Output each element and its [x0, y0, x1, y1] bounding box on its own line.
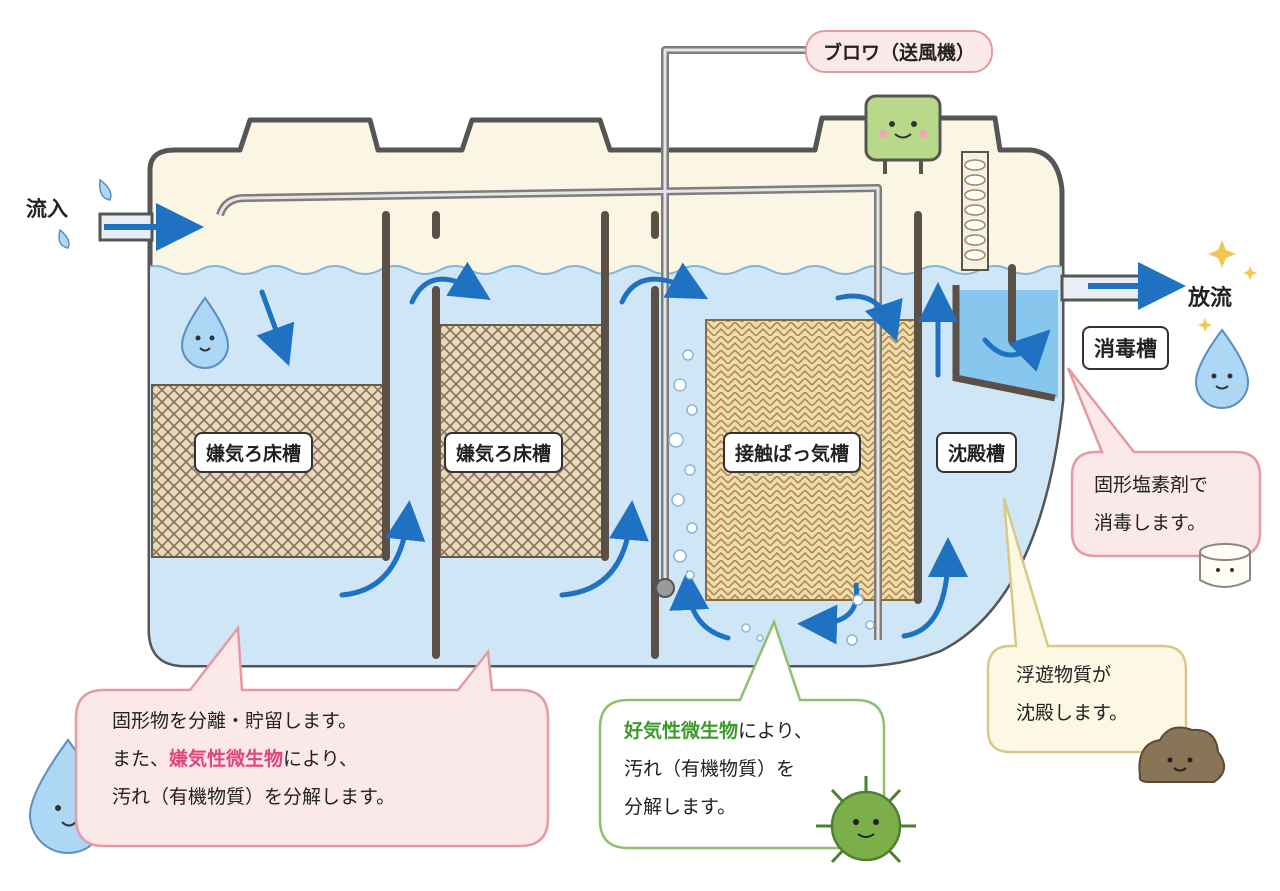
- aerobic-line-2: 汚れ（有機物質）を: [624, 758, 796, 780]
- inflow-label: 流入: [26, 197, 68, 221]
- tank-1-label: 嫌気ろ床槽: [194, 432, 314, 473]
- blower-character-icon: [864, 94, 942, 174]
- inflow-pipe: [98, 203, 204, 251]
- outflow-label: 放流: [1188, 286, 1233, 311]
- chlorine-tablet-icon: [1199, 543, 1251, 588]
- chlorine-column: [961, 151, 989, 271]
- anaerobic-line-2: また、嫌気性微生物により、: [112, 748, 358, 770]
- tank-2-label: 嫌気ろ床槽: [444, 432, 564, 473]
- anaerobic-line-3: 汚れ（有機物質）を分解します。: [112, 786, 396, 808]
- aerobic-text: 好気性微生物により、 汚れ（有機物質）を 分解します。: [624, 712, 813, 826]
- water-drop-character-icon: [1194, 328, 1250, 409]
- aerobic-line-3: 分解します。: [624, 796, 737, 818]
- baffles: [382, 211, 1016, 659]
- sparkle-icon: [1198, 240, 1257, 332]
- flow-arrows: [256, 261, 1051, 645]
- anaerobic-line-1: 固形物を分離・貯留します。: [112, 710, 358, 732]
- callout-anaerobic: [74, 624, 550, 848]
- tank-3-label: 接触ばっ気槽: [723, 432, 862, 473]
- chlorine-text: 固形塩素剤で 消毒します。: [1094, 466, 1208, 542]
- sediment-line-2: 沈殿します。: [1016, 702, 1129, 724]
- aerobic-emphasis: 好気性微生物: [624, 720, 739, 742]
- aerobic-line-1: 好気性微生物により、: [624, 720, 813, 742]
- water-splash-icon: [58, 178, 112, 249]
- sludge-character-icon: [1138, 726, 1225, 783]
- anaerobic-emphasis: 嫌気性微生物: [169, 748, 284, 770]
- tank-4-label: 沈殿槽: [936, 432, 1018, 473]
- chlorine-line-2: 消毒します。: [1094, 512, 1207, 534]
- germ-character-icon: [816, 776, 916, 864]
- disinfect-tank-label: 消毒槽: [1082, 326, 1169, 370]
- sediment-line-1: 浮遊物質が: [1016, 664, 1112, 686]
- water-drop-character-icon: [180, 296, 230, 369]
- sediment-text: 浮遊物質が 沈殿します。: [1016, 656, 1128, 732]
- outflow-pipe: [1060, 262, 1186, 310]
- chlorine-line-1: 固形塩素剤で: [1094, 474, 1209, 496]
- anaerobic-text: 固形物を分離・貯留します。 また、嫌気性微生物により、 汚れ（有機物質）を分解し…: [112, 702, 395, 816]
- air-bubbles: [668, 349, 875, 646]
- blower-label: ブロワ（送風機）: [805, 30, 994, 73]
